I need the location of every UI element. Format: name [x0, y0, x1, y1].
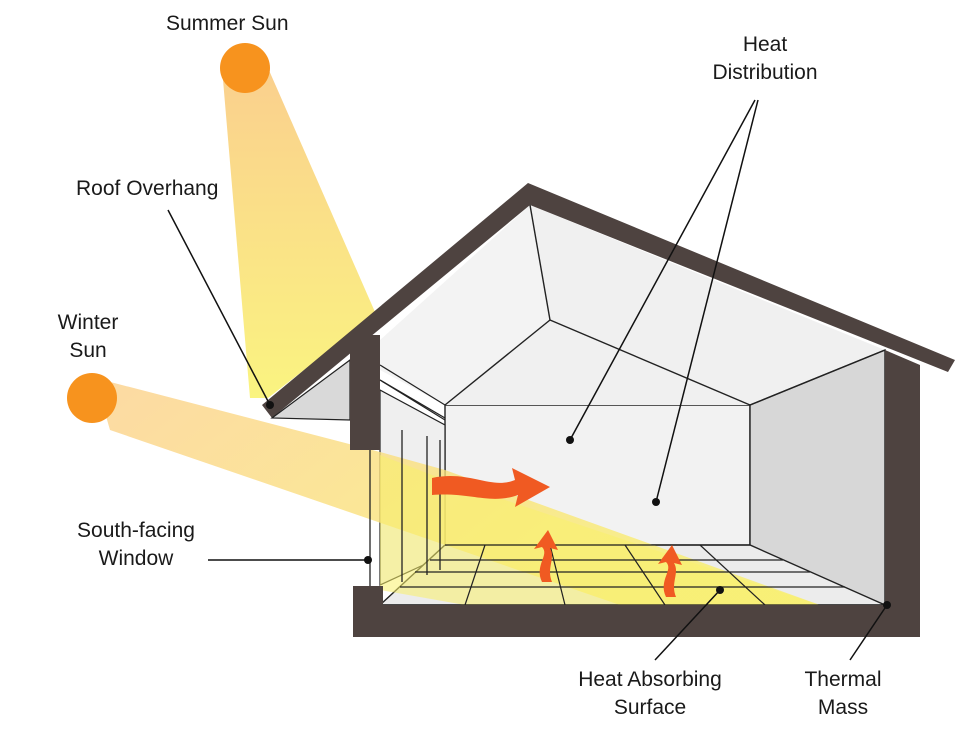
winter-sun-label-line2: Sun	[69, 339, 107, 362]
south-window	[369, 379, 446, 588]
thermal-mass-wall	[885, 350, 920, 637]
south-facing-window-label-line1: South-facing	[77, 519, 195, 542]
winter-sun-label-line1: Winter	[57, 311, 119, 334]
heat-rise-arrow-icon	[658, 545, 682, 597]
heat-distribution-label-line2: Distribution	[712, 61, 818, 84]
roof	[262, 183, 955, 418]
south-facing-window-label: South-facing Window	[58, 517, 214, 573]
thermal-mass-label: Thermal Mass	[790, 666, 896, 722]
interior-left-upper	[380, 205, 550, 405]
floor-slab	[353, 605, 920, 637]
summer-sun-label: Summer Sun	[166, 12, 289, 35]
left-wall-upper	[350, 335, 380, 450]
thermal-mass-label-line1: Thermal	[804, 668, 882, 691]
heat-absorbing-surface-label: Heat Absorbing Surface	[556, 666, 744, 722]
heat-flow-arrow-icon	[432, 468, 550, 507]
summer-sun-icon	[220, 43, 270, 93]
leader-dots	[266, 401, 891, 609]
thermal-mass-label-line2: Mass	[817, 696, 869, 719]
south-facing-window-label-line2: Window	[98, 547, 174, 570]
summer-sun-ray	[222, 68, 375, 398]
heat-distribution-label: Heat Distribution	[690, 31, 840, 87]
heat-rise-arrow-icon	[534, 530, 558, 582]
leader-lines	[167, 99, 888, 661]
left-wall-lower	[353, 586, 383, 636]
heat-absorbing-surface-label-line1: Heat Absorbing	[578, 668, 722, 691]
winter-sun-icon	[67, 373, 117, 423]
heat-distribution-label-line1: Heat	[742, 33, 788, 56]
winter-sun-label: Winter Sun	[42, 309, 134, 365]
roof-overhang-label: Roof Overhang	[76, 177, 219, 200]
heat-absorbing-surface-label-line2: Surface	[613, 696, 687, 719]
